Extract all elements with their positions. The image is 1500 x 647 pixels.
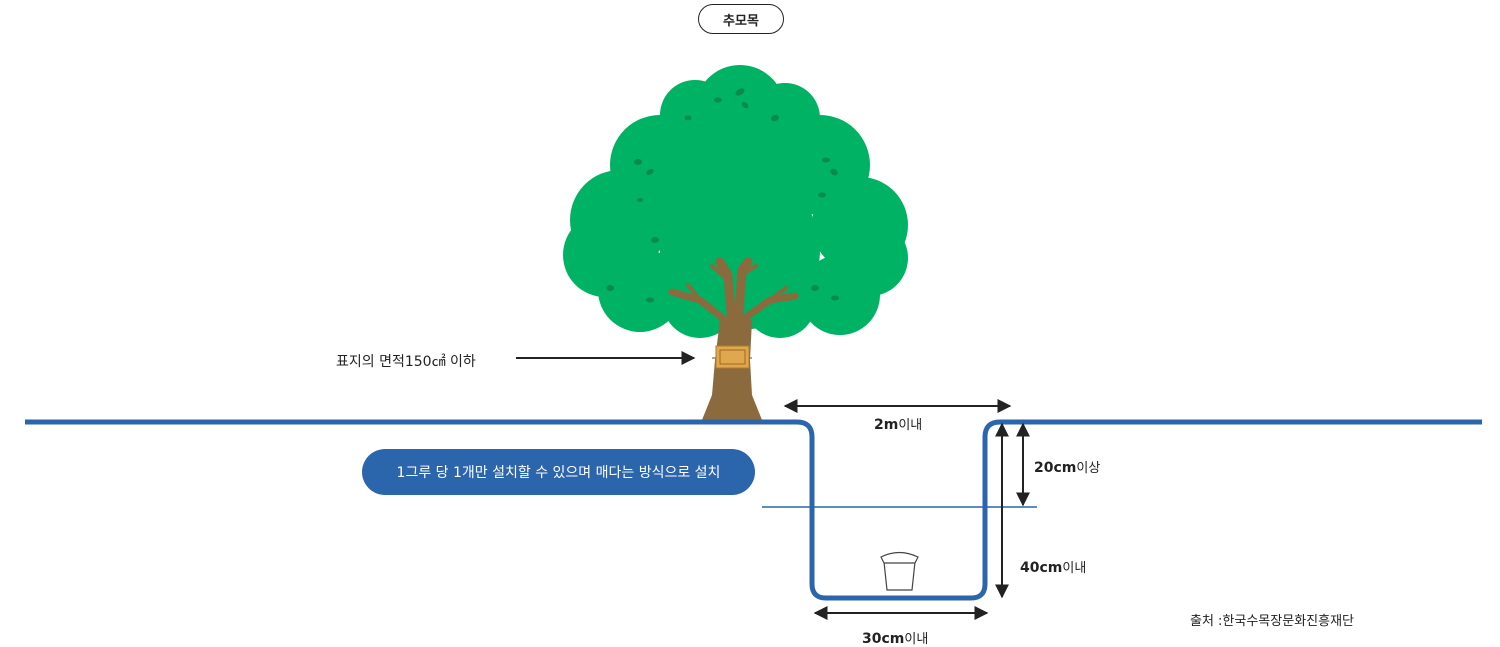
bottom-width-suffix: 이내	[904, 632, 929, 647]
depth-total-label: 40cm이내	[1020, 557, 1086, 576]
width-value: 2m	[874, 417, 899, 433]
bottom-width-label: 30cm이내	[862, 628, 928, 647]
depth-top-value: 20cm	[1034, 460, 1077, 476]
bottom-width-value: 30cm	[862, 631, 905, 647]
source-credit: 출처 :한국수목장문화진흥재단	[1190, 614, 1354, 629]
tree-foliage	[563, 65, 908, 338]
depth-top-label: 20cm이상	[1034, 457, 1100, 476]
leaf-details	[606, 88, 839, 303]
depth-top-suffix: 이상	[1076, 461, 1101, 476]
tree-trunk	[668, 257, 799, 420]
width-suffix: 이내	[898, 418, 923, 433]
tree-plaque	[712, 345, 752, 369]
depth-total-suffix: 이내	[1062, 561, 1087, 576]
depth-total-value: 40cm	[1020, 560, 1063, 576]
ground-line	[25, 419, 1482, 601]
title-badge: 추모목	[698, 4, 784, 34]
width-label: 2m이내	[874, 414, 922, 433]
plaque-label: 표지의 면적150㎠ 이하	[336, 354, 476, 370]
urn-icon	[880, 551, 919, 591]
installation-note: 1그루 당 1개만 설치할 수 있으며 매다는 방식으로 설치	[362, 449, 755, 495]
